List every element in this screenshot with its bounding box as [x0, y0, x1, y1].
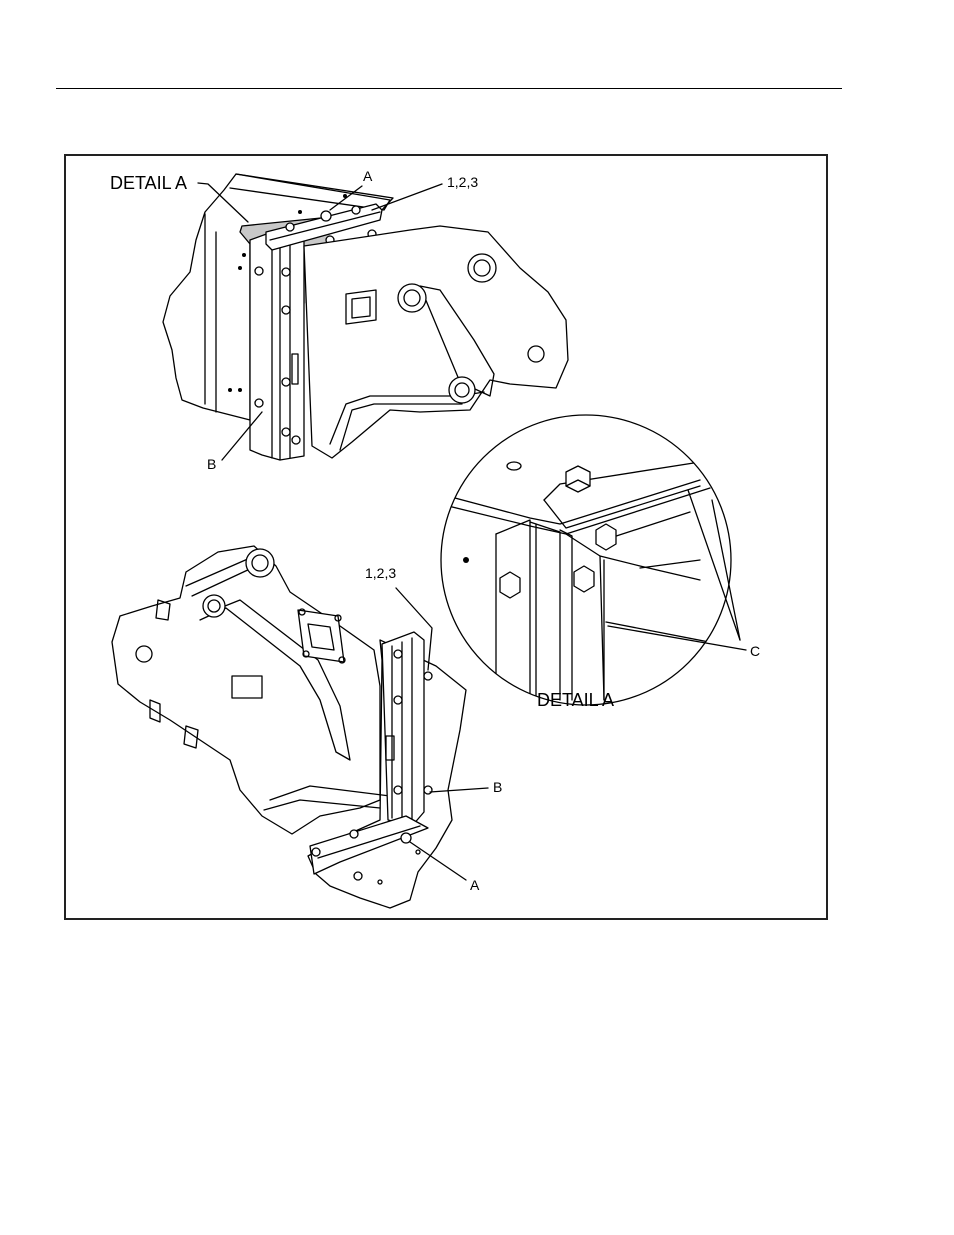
detail-bolt [596, 524, 616, 550]
top-yoke-pin [528, 346, 544, 362]
detail-a-circle [441, 415, 731, 705]
bottom-yoke-arm [112, 546, 380, 834]
bottom-bolt [354, 872, 362, 880]
top-bolt [282, 378, 290, 386]
bottom-bolt [394, 786, 402, 794]
callout-b-bottom: B [493, 780, 502, 794]
top-bolt [286, 223, 294, 231]
top-yoke-pin [398, 284, 426, 312]
top-bolt [282, 428, 290, 436]
bottom-bolt [378, 880, 382, 884]
top-yoke-arm [304, 226, 568, 458]
callout-parts-top: 1,2,3 [447, 175, 478, 189]
bottom-bolt [312, 848, 320, 856]
top-bolt [352, 206, 360, 214]
bottom-bolt [394, 650, 402, 658]
bottom-bolt [424, 672, 432, 680]
detail-a-title: DETAIL A [537, 691, 614, 709]
detail-bolt [566, 466, 590, 492]
top-yoke-pin [449, 377, 475, 403]
bottom-view-assembly [112, 546, 466, 908]
detail-bolt [500, 572, 520, 598]
bottom-vertical-plate [382, 632, 424, 826]
top-bolt [255, 267, 263, 275]
callout-a-bottom: A [470, 878, 479, 892]
top-bolt [282, 306, 290, 314]
callout-c: C [750, 644, 760, 658]
callout-parts-bottom: 1,2,3 [365, 566, 396, 580]
top-vertical-plate [250, 226, 304, 460]
top-yoke-pin [468, 254, 496, 282]
bottom-bolt [350, 830, 358, 838]
bottom-yoke-pin [203, 595, 225, 617]
top-bolt [282, 268, 290, 276]
top-bolt [292, 436, 300, 444]
bottom-bolt [394, 696, 402, 704]
callout-b-top: B [207, 457, 216, 471]
detail-bolt [574, 566, 594, 592]
bottom-square-plate [298, 610, 344, 662]
bottom-yoke-pin [136, 646, 152, 662]
bottom-bolt [416, 850, 420, 854]
detail-a-view [440, 415, 746, 705]
top-bolt [255, 399, 263, 407]
top-view-assembly [163, 174, 568, 460]
bottom-bolt [424, 786, 432, 794]
callout-a-top: A [363, 169, 372, 183]
bottom-bolt [401, 833, 411, 843]
bottom-yoke-pin [246, 549, 274, 577]
top-bolt [321, 211, 331, 221]
detail-a-callout: DETAIL A [110, 174, 187, 192]
